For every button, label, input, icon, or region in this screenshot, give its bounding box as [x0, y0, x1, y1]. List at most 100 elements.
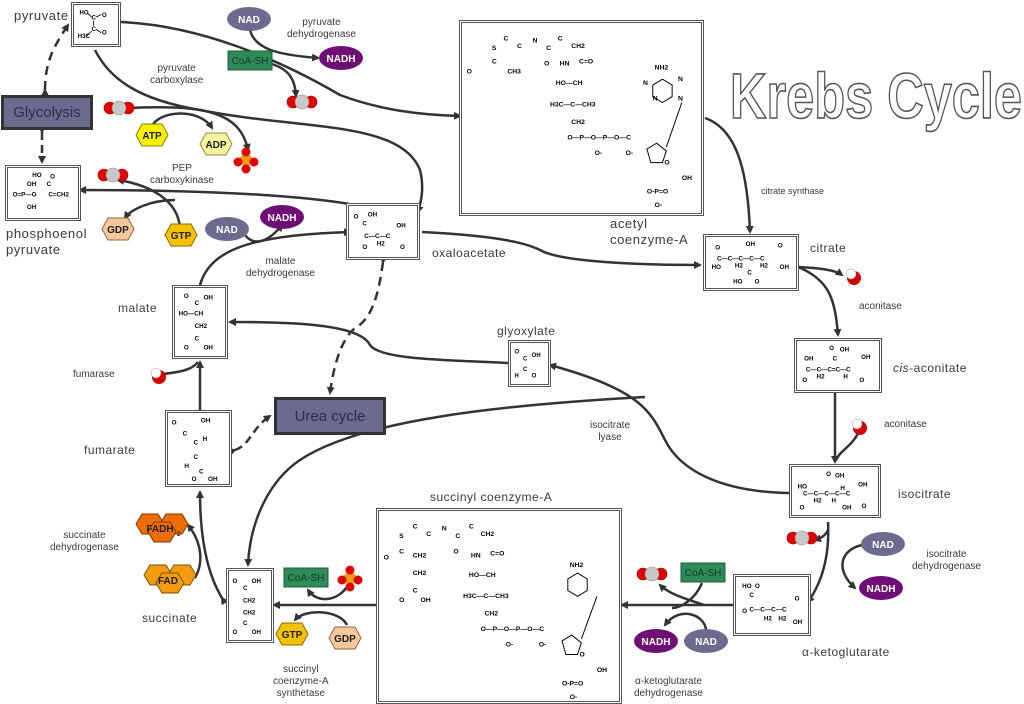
- coa-sh-label: CoA-SH: [685, 568, 722, 579]
- svg-text:C: C: [558, 35, 563, 42]
- svg-text:O: O: [544, 61, 549, 68]
- svg-text:H2: H2: [735, 262, 744, 269]
- enzyme-line: isocitrate: [926, 549, 967, 560]
- enzyme-line: malate: [265, 256, 296, 267]
- label-citrate: citrate: [810, 241, 847, 255]
- enzyme-line: pyruvate: [302, 17, 341, 28]
- nad-label: NAD: [872, 540, 894, 551]
- svg-text:H3C: H3C: [78, 34, 91, 40]
- svg-text:C—C—C: C—C—C: [364, 233, 391, 240]
- svg-text:O: O: [400, 244, 405, 251]
- svg-text:O—P—O—P—O—C: O—P—O—P—O—C: [481, 626, 545, 633]
- svg-text:C: C: [492, 59, 497, 66]
- svg-text:H2: H2: [764, 615, 773, 622]
- svg-text:OH: OH: [252, 578, 261, 585]
- svg-text:OH: OH: [858, 482, 868, 489]
- arrow-fumarate-urea: [228, 414, 272, 456]
- svg-text:OH: OH: [597, 667, 607, 674]
- svg-text:O: O: [399, 597, 404, 604]
- glycolysis-box[interactable]: Glycolysis: [1, 95, 93, 130]
- svg-text:OH: OH: [532, 353, 541, 359]
- coa-sh-label: CoA-SH: [232, 56, 269, 67]
- svg-text:OH: OH: [804, 356, 814, 363]
- label-fumarate: fumarate: [84, 443, 136, 457]
- svg-text:C—C—C—C—C: C—C—C—C—C: [717, 255, 765, 262]
- label-alpha-ketoglutarate: α-ketoglutarate: [802, 645, 890, 659]
- enzyme-line: PEP: [171, 163, 192, 174]
- svg-text:O: O: [579, 651, 584, 658]
- co2-icon: [786, 530, 818, 546]
- svg-text:HO—CH: HO—CH: [556, 80, 583, 87]
- arrow-isocitrate-glyoxylate: [548, 362, 791, 495]
- urea-cycle-box[interactable]: Urea cycle: [274, 397, 386, 435]
- svg-text:OH: OH: [204, 295, 214, 302]
- svg-text:C: C: [503, 35, 508, 42]
- enzyme-line: carboxykinase: [150, 175, 214, 186]
- svg-text:C: C: [413, 523, 418, 530]
- enzyme-line: synthetase: [276, 688, 325, 699]
- svg-text:H: H: [840, 485, 845, 492]
- svg-text:O: O: [664, 160, 669, 167]
- svg-text:H: H: [184, 463, 189, 470]
- svg-text:OH: OH: [835, 473, 845, 480]
- svg-text:O: O: [467, 68, 472, 75]
- svg-text:HO: HO: [80, 11, 89, 17]
- label-malate: malate: [118, 301, 158, 315]
- svg-text:O: O: [826, 471, 831, 478]
- arrow-akg-co2: [658, 583, 705, 607]
- gtp-label: GTP: [171, 231, 192, 242]
- nadh-pdh: NADH: [319, 46, 363, 70]
- svg-text:OH: OH: [396, 222, 406, 229]
- arrow-nad-nadh-pdh: [248, 29, 320, 62]
- fadh2-label: FADH: [146, 524, 173, 535]
- svg-text:O: O: [778, 243, 783, 250]
- co2-icon: [286, 94, 318, 110]
- svg-text:CH2: CH2: [243, 597, 256, 604]
- svg-text:C: C: [199, 469, 204, 476]
- arrow-malate-oaa: [194, 228, 352, 292]
- svg-text:HO: HO: [32, 172, 42, 179]
- arrow-acetylcoa-citrate: [704, 116, 754, 234]
- gdp-pepck: GDP: [101, 217, 135, 241]
- svg-text:O: O: [829, 345, 834, 352]
- svg-text:O: O: [532, 374, 537, 380]
- svg-text:C: C: [469, 523, 474, 530]
- svg-text:C: C: [92, 27, 97, 33]
- arrow-isocitrate-akg: [806, 521, 830, 604]
- svg-text:O: O: [362, 244, 367, 251]
- svg-text:N: N: [678, 76, 683, 83]
- svg-text:C: C: [413, 587, 418, 594]
- nadh-idh: NADH: [859, 576, 903, 600]
- svg-text:OH: OH: [840, 347, 850, 354]
- svg-text:OH: OH: [27, 204, 37, 211]
- nadh-mdh: NADH: [260, 205, 304, 229]
- svg-text:CH2: CH2: [243, 610, 256, 617]
- svg-text:O: O: [172, 419, 177, 426]
- arrow-oaa-pep: [78, 186, 356, 207]
- gtp-pepck: GTP: [164, 223, 198, 247]
- co2-icon: [103, 100, 135, 116]
- svg-text:C=O: C=O: [579, 59, 593, 66]
- arrow-atp-adp: [150, 112, 214, 130]
- svg-text:HN: HN: [560, 61, 570, 68]
- arrow-coa-akg: [671, 582, 704, 610]
- svg-text:HO: HO: [742, 583, 752, 590]
- svg-text:O: O: [795, 595, 800, 602]
- svg-text:O-: O-: [655, 202, 663, 209]
- label-pep-line1: phosphoenol: [6, 226, 88, 241]
- svg-text:O: O: [353, 214, 358, 221]
- enzyme-citrate-synthase: citrate synthase: [761, 186, 825, 196]
- svg-text:O-: O-: [570, 694, 578, 701]
- enzyme-line: dehydrogenase: [912, 561, 981, 572]
- arrow-water-malate: [162, 361, 199, 376]
- svg-text:H: H: [514, 374, 518, 380]
- nadh-label: NADH: [867, 584, 896, 595]
- page-title: Krebs Cycle: [729, 59, 1023, 133]
- label-acetyl-line1: acetyl: [610, 216, 648, 231]
- svg-text:O=P—O: O=P—O: [13, 192, 37, 199]
- svg-text:O-: O-: [539, 642, 547, 649]
